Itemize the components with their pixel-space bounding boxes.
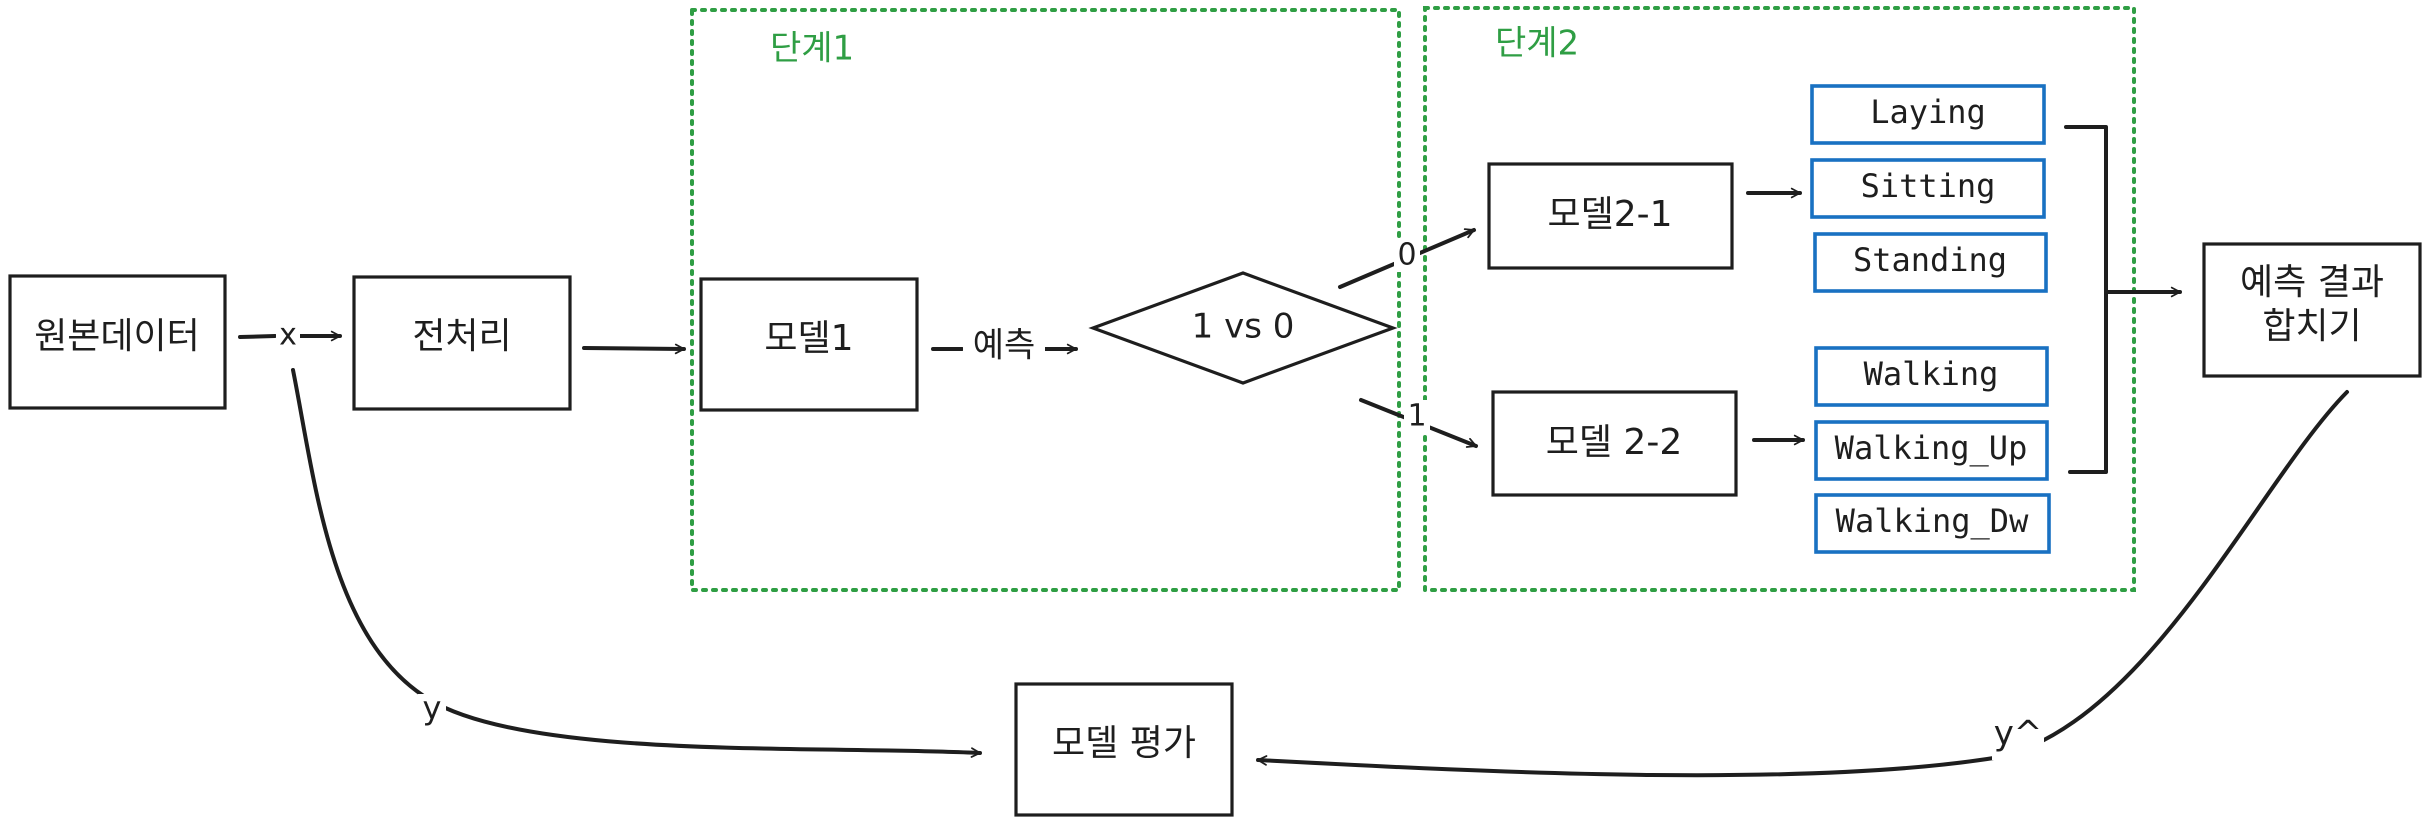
classes-bracket	[2064, 125, 2108, 474]
node-classifier: 1 vs 0	[1088, 271, 1398, 385]
node-model2-1-label: 모델2-1	[1547, 194, 1672, 235]
node-preprocess-label: 전처리	[412, 316, 511, 357]
class-box-walking-dw: Walking_Dw	[1814, 493, 2051, 554]
svg-text:Walking: Walking	[1864, 355, 1999, 393]
edge-label-one: 1	[1404, 399, 1430, 434]
class-box-laying: Laying	[1810, 84, 2046, 145]
edge-raw-to-evaluate-y	[291, 368, 982, 758]
edge-label-y-hat: y^	[1992, 714, 2044, 760]
class-box-walking-up: Walking_Up	[1814, 420, 2049, 481]
svg-text:Walking_Dw: Walking_Dw	[1836, 502, 2029, 540]
svg-text:Laying: Laying	[1870, 93, 1986, 131]
edge-label-zero: 0	[1394, 238, 1420, 273]
stage1-label: 단계1	[770, 29, 854, 69]
edge-preprocess-to-model1	[582, 343, 686, 355]
edge-merge-to-evaluate-yhat	[1256, 390, 2349, 778]
svg-text:y^: y^	[1994, 714, 2043, 754]
class-group-model2-1: Laying Sitting Standing	[1810, 84, 2048, 293]
node-classifier-label: 1 vs 0	[1192, 307, 1295, 347]
node-model1-label: 모델1	[764, 318, 853, 359]
class-box-walking: Walking	[1814, 346, 2049, 407]
node-model2-2: 모델 2-2	[1491, 390, 1738, 497]
class-box-standing: Standing	[1813, 232, 2048, 293]
node-evaluate: 모델 평가	[1014, 682, 1234, 817]
node-merge: 예측 결과 합치기	[2202, 242, 2422, 378]
node-model2-1: 모델2-1	[1487, 162, 1734, 270]
svg-text:예측: 예측	[973, 326, 1036, 366]
stage2-label: 단계2	[1495, 24, 1579, 64]
node-merge-label-line2: 합치기	[2262, 306, 2361, 347]
svg-text:0: 0	[1397, 238, 1416, 273]
node-preprocess: 전처리	[352, 275, 572, 411]
svg-text:Walking_Up: Walking_Up	[1835, 429, 2028, 467]
stage2-frame: 단계2	[1423, 6, 2136, 592]
edge-raw-to-preprocess	[238, 334, 277, 339]
svg-text:x: x	[279, 318, 297, 353]
edge-label-y: y	[418, 689, 446, 730]
node-raw-data-label: 원본데이터	[34, 316, 200, 357]
node-model1: 모델1	[699, 277, 919, 412]
svg-text:y: y	[423, 689, 442, 727]
svg-text:Sitting: Sitting	[1861, 167, 1996, 205]
stage1-frame: 단계1	[690, 8, 1401, 592]
node-evaluate-label: 모델 평가	[1052, 723, 1196, 764]
edge-label-x: x	[276, 318, 300, 353]
edge-label-predict: 예측	[963, 326, 1045, 370]
svg-text:Standing: Standing	[1853, 241, 2007, 279]
node-model2-2-label: 모델 2-2	[1546, 422, 1682, 463]
node-merge-label-line1: 예측 결과	[2240, 262, 2384, 303]
svg-text:1: 1	[1407, 399, 1426, 434]
class-box-sitting: Sitting	[1810, 158, 2046, 219]
class-group-model2-2: Walking Walking_Up Walking_Dw	[1814, 346, 2051, 554]
node-raw-data: 원본데이터	[8, 274, 227, 410]
